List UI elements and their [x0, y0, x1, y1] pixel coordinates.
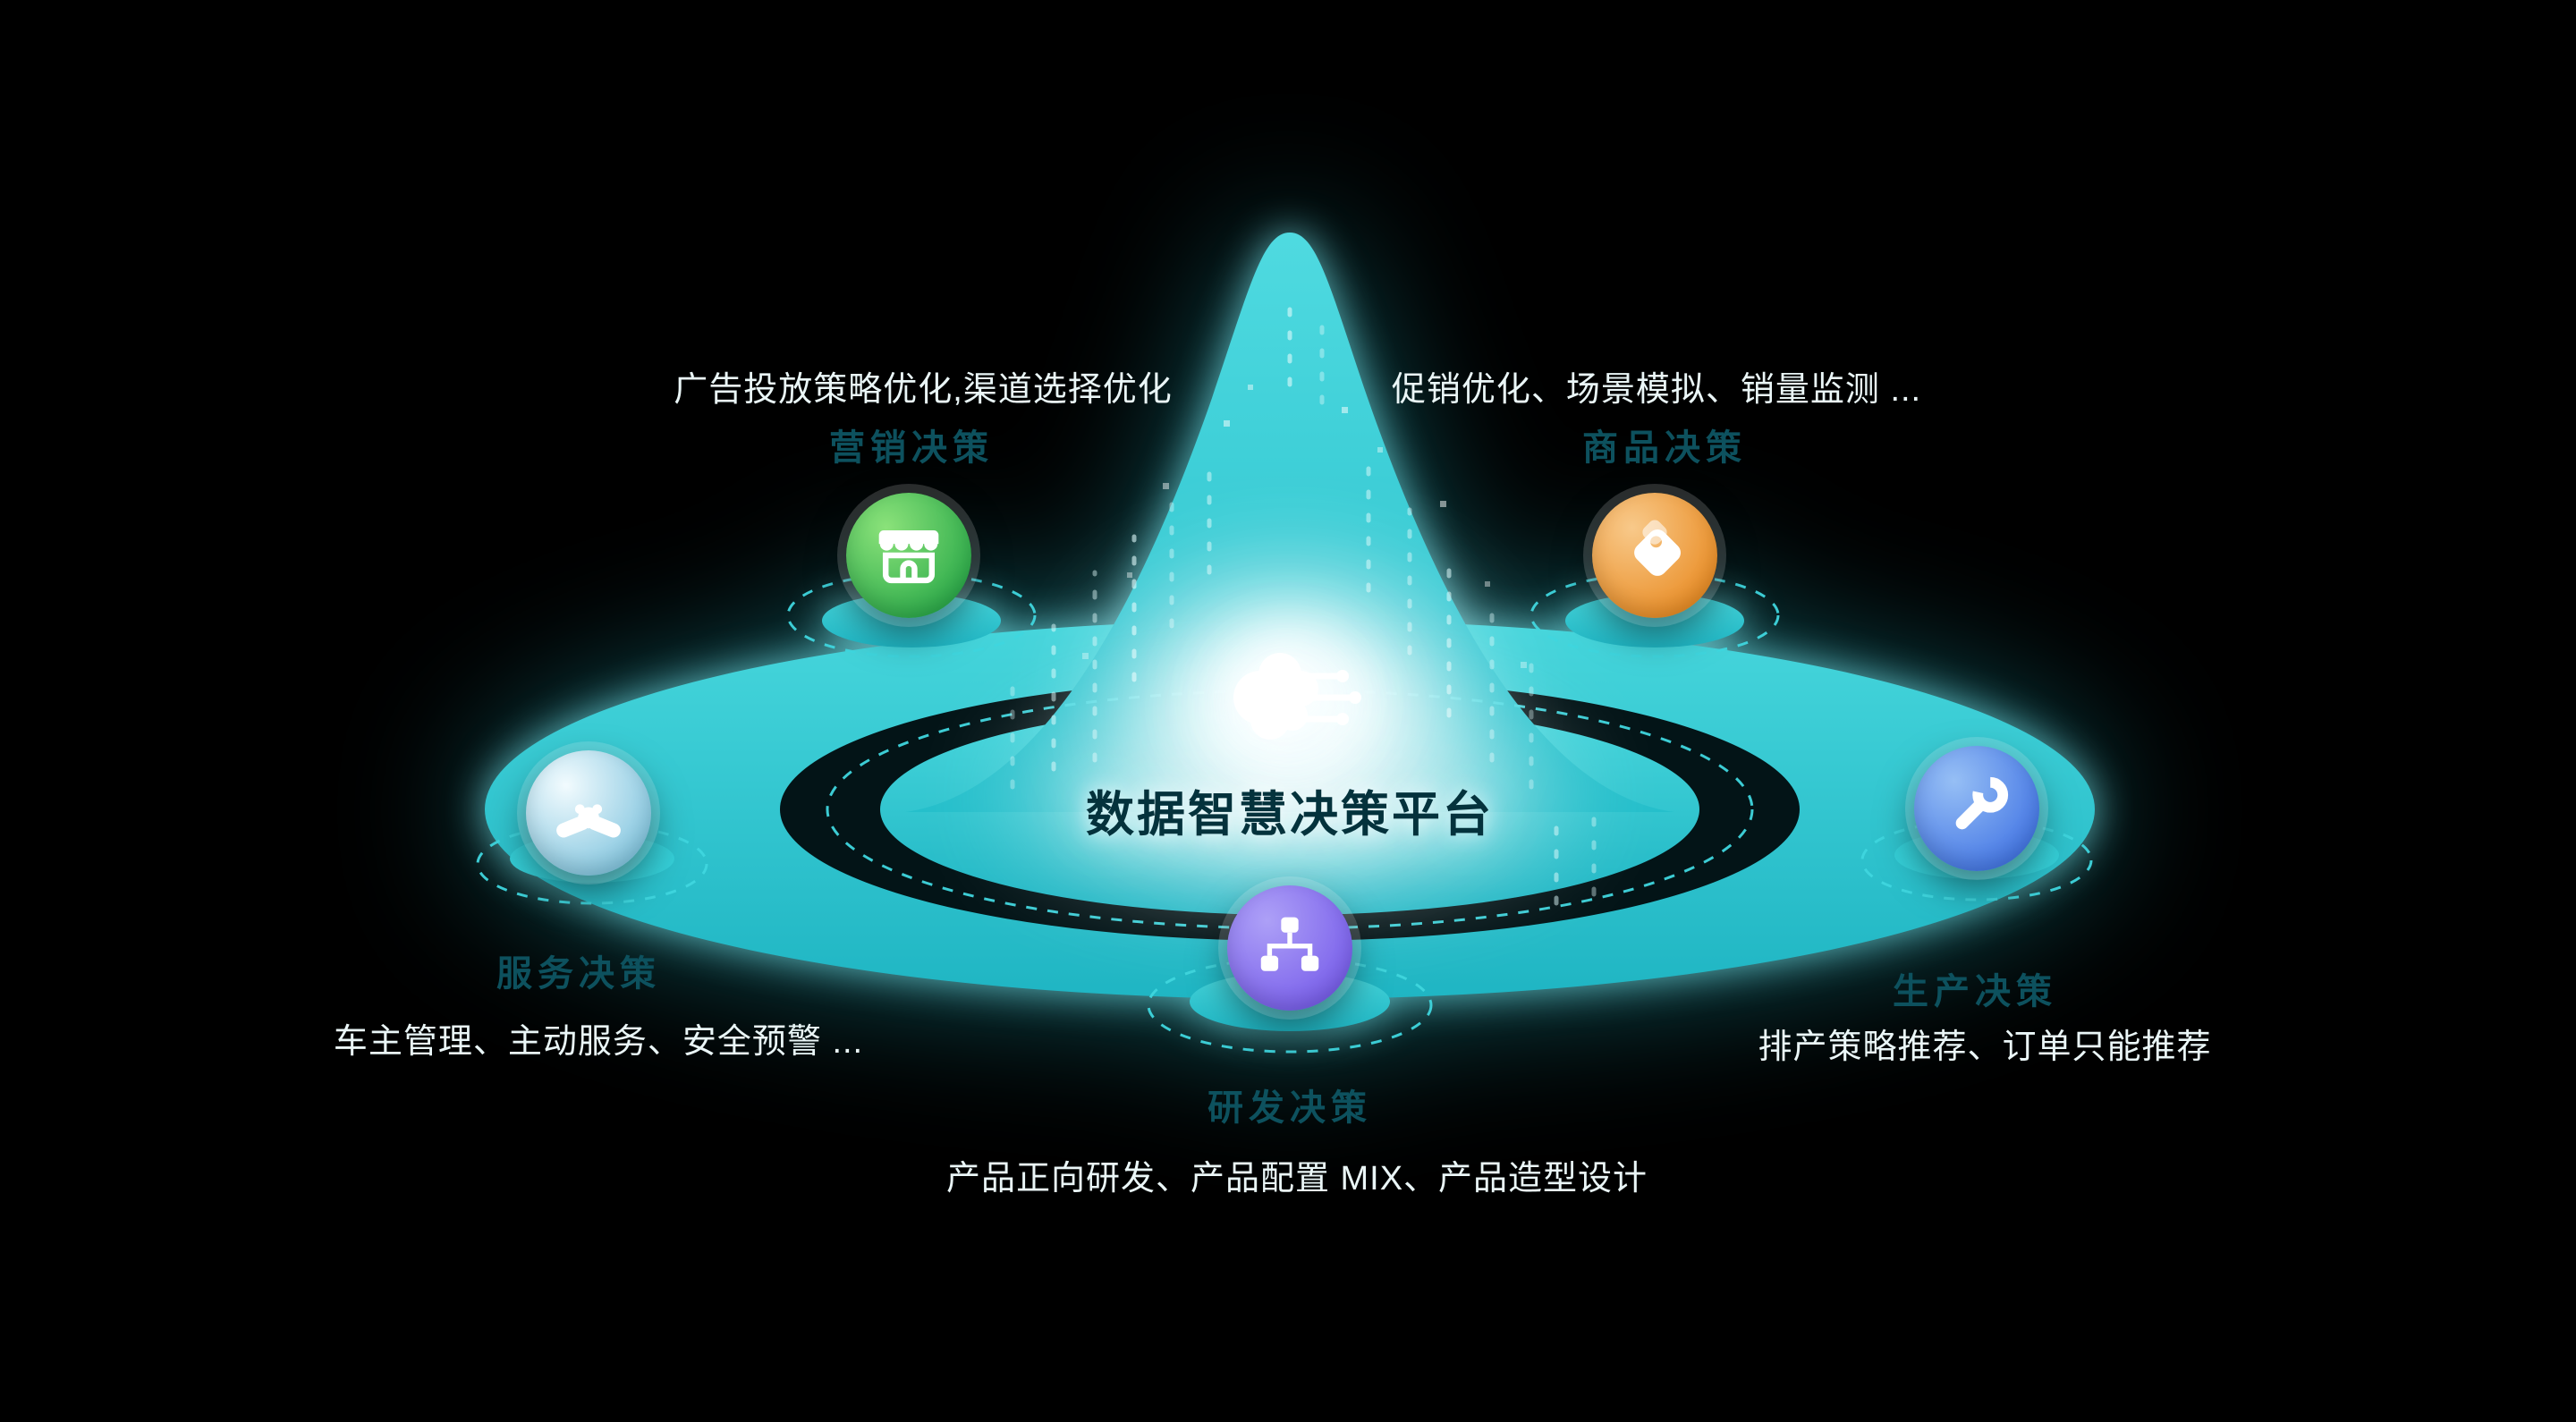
platform-shape — [485, 233, 2095, 1031]
production-node — [1914, 746, 2039, 871]
production-description: 排产策略推荐、订单只能推荐 — [1758, 1028, 2212, 1066]
production-label: 生产决策 — [1893, 972, 2057, 1011]
commodity-description: 促销优化、场景模拟、销量监测 ... — [1391, 371, 1922, 409]
storefront-icon — [878, 530, 939, 584]
commodity-node — [1592, 493, 1717, 618]
rnd-label: 研发决策 — [1208, 1088, 1372, 1128]
marketing-node — [846, 493, 971, 618]
service-label: 服务决策 — [496, 954, 661, 994]
brain-circuit-icon — [1214, 633, 1366, 758]
service-node — [526, 750, 651, 876]
price-tag-icon — [1634, 520, 1681, 576]
org-chart-icon — [1260, 917, 1319, 971]
rnd-description: 产品正向研发、产品配置 MIX、产品造型设计 — [945, 1160, 1648, 1198]
rnd-node — [1227, 885, 1352, 1011]
marketing-label: 营销决策 — [829, 428, 994, 468]
service-description: 车主管理、主动服务、安全预警 ... — [333, 1023, 864, 1061]
commodity-label: 商品决策 — [1582, 428, 1747, 468]
data-dots — [1082, 385, 1527, 668]
marketing-description: 广告投放策略优化,渠道选择优化 — [674, 371, 1173, 409]
wrench-icon — [1955, 776, 2009, 830]
mountain-shape — [905, 233, 1674, 812]
page-title: 数据智慧决策平台 — [1086, 788, 1494, 842]
handshake-icon — [556, 804, 621, 838]
